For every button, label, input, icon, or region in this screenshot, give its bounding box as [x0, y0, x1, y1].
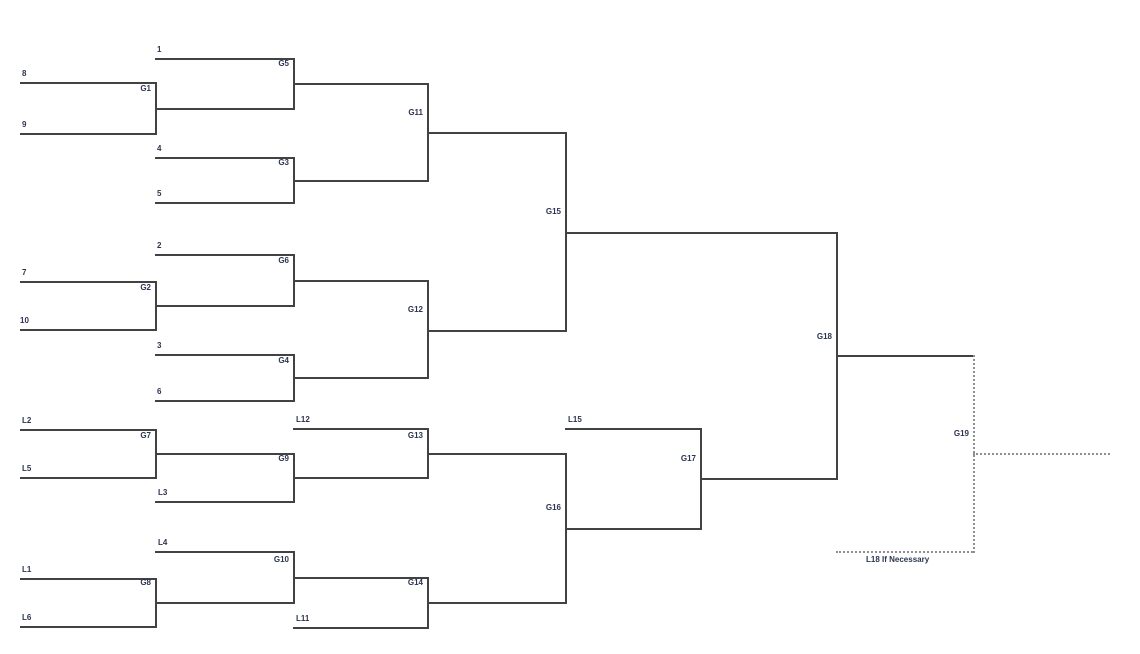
l12-line — [293, 428, 429, 430]
l2-line — [20, 429, 157, 431]
game-label-g11: G11 — [408, 108, 423, 117]
if-necessary-note: L18 If Necessary — [866, 555, 930, 564]
seed-6-line — [155, 400, 295, 402]
game-label-g15: G15 — [545, 207, 561, 216]
g2-winner-line — [155, 305, 295, 307]
loser-label-l15: L15 — [568, 415, 582, 424]
game-label-g18: G18 — [816, 332, 832, 341]
seed-label-3: 3 — [157, 341, 162, 350]
game-label-g13: G13 — [407, 431, 423, 440]
g1-winner-line — [155, 108, 295, 110]
g13-winner-line — [427, 453, 567, 455]
g10-winner-line — [293, 577, 429, 579]
g11-winner-line — [427, 132, 567, 134]
seed-10-line — [20, 329, 157, 331]
game-label-g3: G3 — [278, 158, 289, 167]
l3-line — [155, 501, 295, 503]
g7-winner-line — [155, 453, 295, 455]
game-label-g9: G9 — [278, 454, 289, 463]
loser-label-l6: L6 — [22, 613, 32, 622]
loser-label-l3: L3 — [158, 488, 168, 497]
loser-label-l11: L11 — [296, 614, 310, 623]
seed-2-line — [155, 254, 295, 256]
l4-line — [155, 551, 295, 553]
g12-winner-line — [427, 330, 567, 332]
seed-label-10: 10 — [20, 316, 29, 325]
seed-1-line — [155, 58, 295, 60]
seed-label-6: 6 — [157, 387, 162, 396]
seed-label-4: 4 — [157, 144, 162, 153]
game-label-g7: G7 — [140, 431, 151, 440]
seed-4-line — [155, 157, 295, 159]
seed-label-2: 2 — [157, 241, 162, 250]
seed-label-1: 1 — [157, 45, 162, 54]
l11-line — [293, 627, 429, 629]
game-label-g5: G5 — [278, 59, 289, 68]
loser-label-l4: L4 — [158, 538, 168, 547]
g5-winner-line — [293, 83, 429, 85]
seed-label-5: 5 — [157, 189, 162, 198]
game-label-g1: G1 — [140, 84, 151, 93]
l6-line — [20, 626, 157, 628]
seed-7-line — [20, 281, 157, 283]
g3-winner-line — [293, 180, 429, 182]
game-label-g6: G6 — [278, 256, 289, 265]
l15-line — [565, 428, 702, 430]
game-g12-junction — [427, 280, 429, 379]
seed-5-line — [155, 202, 295, 204]
game-label-g14: G14 — [407, 578, 423, 587]
game-label-g16: G16 — [545, 503, 561, 512]
seed-label-7: 7 — [22, 268, 27, 277]
seed-label-8: 8 — [22, 69, 27, 78]
loser-label-l5: L5 — [22, 464, 32, 473]
game-label-g2: G2 — [140, 283, 151, 292]
g4-winner-line — [293, 377, 429, 379]
game-label-g10: G10 — [273, 555, 289, 564]
g18-winner-line — [836, 355, 975, 357]
g19-winner-line-dotted — [973, 453, 1110, 455]
game-label-g12: G12 — [407, 305, 423, 314]
loser-label-l1: L1 — [22, 565, 32, 574]
game-label-g17: G17 — [680, 454, 696, 463]
l5-line — [20, 477, 157, 479]
g14-winner-line — [427, 602, 567, 604]
g8-winner-line — [155, 602, 295, 604]
seed-label-9: 9 — [22, 120, 27, 129]
game-label-g19: G19 — [953, 429, 969, 438]
g9-winner-line — [293, 477, 429, 479]
g17-winner-line — [700, 478, 838, 480]
g6-winner-line — [293, 280, 429, 282]
l18-if-necessary-line-dotted — [836, 551, 973, 553]
game-label-g4: G4 — [278, 356, 289, 365]
loser-label-l12: L12 — [296, 415, 310, 424]
l1-line — [20, 578, 157, 580]
g15-winner-line — [565, 232, 838, 234]
game-label-g8: G8 — [140, 578, 151, 587]
seed-8-line — [20, 82, 157, 84]
loser-label-l2: L2 — [22, 416, 32, 425]
g16-winner-line — [565, 528, 702, 530]
seed-9-line — [20, 133, 157, 135]
seed-3-line — [155, 354, 295, 356]
